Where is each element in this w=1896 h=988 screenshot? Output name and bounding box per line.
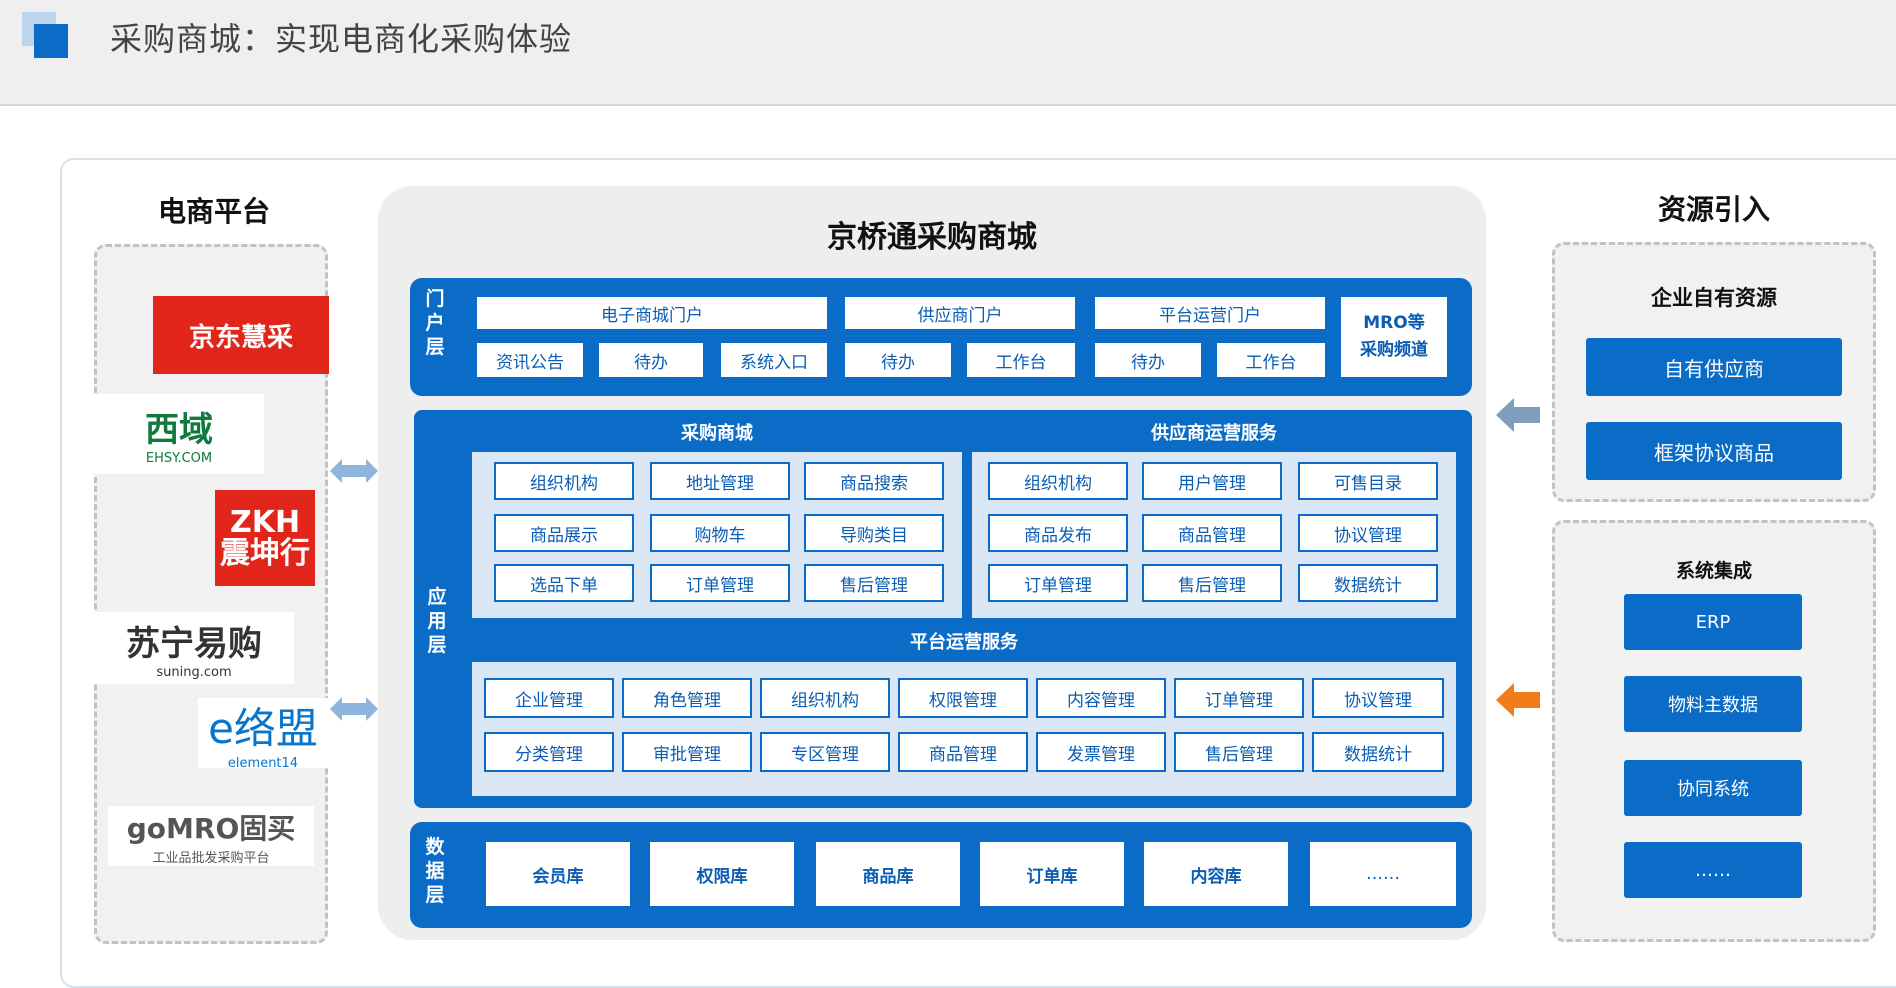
supplier-module: 数据统计 (1298, 564, 1438, 602)
portal-item: 待办 (598, 342, 704, 378)
supplier-module: 商品发布 (988, 514, 1128, 552)
supplier-module: 用户管理 (1142, 462, 1282, 500)
platform-module: 角色管理 (622, 678, 752, 718)
mall-title: 京桥通采购商城 (827, 220, 1037, 255)
mall-module: 售后管理 (804, 564, 944, 602)
integration-more-box: …… (1624, 842, 1802, 898)
mall-module: 地址管理 (650, 462, 790, 500)
framework-agreement-box: 框架协议商品 (1586, 422, 1842, 480)
brand-element14-name: e络盟 (208, 704, 318, 753)
brand-suning-sub: suning.com (156, 665, 232, 680)
brand-suning-name: 苏宁易购 (126, 624, 262, 664)
mall-module: 订单管理 (650, 564, 790, 602)
supplier-module: 订单管理 (988, 564, 1128, 602)
brand-jd-logo: 京东慧采 (153, 296, 329, 374)
platform-module: 发票管理 (1036, 732, 1166, 772)
portal-mro-channel: MRO等 采购频道 (1340, 296, 1448, 378)
platform-module: 内容管理 (1036, 678, 1166, 718)
portal-mro-channel-line2: 采购频道 (1360, 340, 1428, 360)
portal-item: 工作台 (1216, 342, 1326, 378)
mall-subsystem-title: 采购商城 (472, 414, 962, 450)
mall-module: 导购类目 (804, 514, 944, 552)
mall-module: 购物车 (650, 514, 790, 552)
portal-header-mall: 电子商城门户 (476, 296, 828, 330)
system-integration-title: 系统集成 (1675, 560, 1752, 582)
platform-module: 企业管理 (484, 678, 614, 718)
supplier-module: 协议管理 (1298, 514, 1438, 552)
integration-erp-box: ERP (1624, 594, 1802, 650)
portal-layer-label: 门户层 (425, 288, 445, 358)
mall-module: 商品展示 (494, 514, 634, 552)
mall-module: 选品下单 (494, 564, 634, 602)
data-store: 权限库 (650, 842, 794, 906)
own-supplier-box: 自有供应商 (1586, 338, 1842, 396)
brand-ehsy-logo: 西域 EHSY.COM (94, 394, 264, 474)
header-bar (0, 0, 1896, 106)
brand-ehsy-name: 西域 (145, 410, 213, 450)
platform-module: 售后管理 (1174, 732, 1304, 772)
data-layer-label: 数据层 (425, 836, 445, 906)
header-logo-front-square (34, 24, 68, 58)
double-arrow-icon (330, 697, 378, 721)
data-store: 内容库 (1144, 842, 1288, 906)
brand-ehsy-sub: EHSY.COM (145, 451, 213, 466)
portal-header-supplier: 供应商门户 (844, 296, 1076, 330)
brand-gomro-logo: goMRO固买 工业品批发采购平台 (108, 806, 314, 866)
own-resource-title: 企业自有资源 (1651, 286, 1777, 310)
data-store: 会员库 (486, 842, 630, 906)
mall-module: 商品搜索 (804, 462, 944, 500)
data-store: 订单库 (980, 842, 1124, 906)
page-title: 采购商城：实现电商化采购体验 (110, 20, 573, 58)
data-store: 商品库 (816, 842, 960, 906)
brand-element14-sub: element14 (227, 756, 299, 768)
platform-module: 订单管理 (1174, 678, 1304, 718)
platform-module: 组织机构 (760, 678, 890, 718)
platform-module: 审批管理 (622, 732, 752, 772)
supplier-module: 售后管理 (1142, 564, 1282, 602)
portal-item: 系统入口 (720, 342, 828, 378)
arrow-left-icon (1496, 683, 1540, 717)
brand-element14-logo: e络盟 element14 (198, 698, 328, 768)
supplier-subsystem-title: 供应商运营服务 (972, 414, 1456, 450)
integration-collab-box: 协同系统 (1624, 760, 1802, 816)
brand-zkh-name-bottom: 震坤行 (220, 536, 310, 571)
platform-module: 权限管理 (898, 678, 1028, 718)
right-section-title: 资源引入 (1657, 193, 1770, 226)
brand-gomro-sub: 工业品批发采购平台 (152, 850, 270, 866)
platform-module: 专区管理 (760, 732, 890, 772)
application-layer-label: 应用层 (427, 586, 447, 656)
platform-module: 商品管理 (898, 732, 1028, 772)
portal-mro-channel-line1: MRO等 (1363, 312, 1425, 333)
brand-zkh-name-top: ZKH (229, 504, 301, 540)
brand-zkh-logo: ZKH 震坤行 (215, 490, 315, 586)
brand-jd-name: 京东慧采 (188, 322, 293, 353)
integration-material-box: 物料主数据 (1624, 676, 1802, 732)
portal-item: 资讯公告 (476, 342, 584, 378)
supplier-module: 可售目录 (1298, 462, 1438, 500)
platform-module: 分类管理 (484, 732, 614, 772)
platform-module: 数据统计 (1312, 732, 1444, 772)
supplier-module: 组织机构 (988, 462, 1128, 500)
portal-item: 工作台 (966, 342, 1076, 378)
brand-gomro-name: goMRO固买 (126, 811, 296, 845)
portal-item: 待办 (1094, 342, 1202, 378)
left-section-title: 电商平台 (157, 195, 270, 228)
platform-module: 协议管理 (1312, 678, 1444, 718)
double-arrow-icon (330, 459, 378, 483)
portal-header-platform: 平台运营门户 (1094, 296, 1326, 330)
arrow-left-icon (1496, 398, 1540, 432)
mall-module: 组织机构 (494, 462, 634, 500)
platform-subsystem-title: 平台运营服务 (472, 622, 1456, 660)
portal-item: 待办 (844, 342, 952, 378)
supplier-module: 商品管理 (1142, 514, 1282, 552)
brand-suning-logo: 苏宁易购 suning.com (94, 612, 294, 684)
data-store: …… (1310, 842, 1456, 906)
